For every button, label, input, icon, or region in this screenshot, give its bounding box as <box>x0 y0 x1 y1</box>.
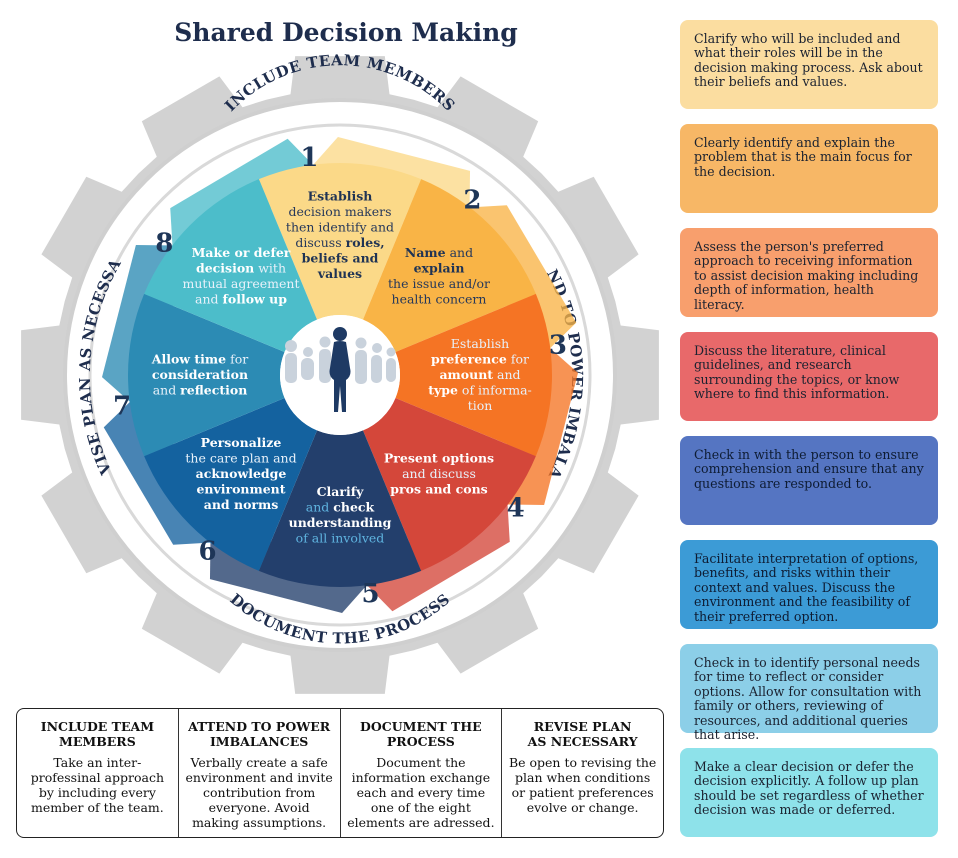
segment-number-1: 1 <box>300 143 318 173</box>
info-box-4: Discuss the literature, clinical guideli… <box>680 332 938 421</box>
segment-1-line: values <box>317 266 362 281</box>
numbers-group: 1 2 3 4 5 6 7 8 <box>113 143 567 609</box>
segment-3-line: type of informa- <box>428 383 532 398</box>
segment-1-line: discuss roles, <box>295 235 384 250</box>
segment-3-line: preference for <box>431 352 529 367</box>
segment-7 <box>128 293 285 457</box>
principle-heading: ATTEND TO POWER IMBALANCES <box>188 719 331 749</box>
segment-number-3: 3 <box>549 330 567 360</box>
info-box-8: Make a clear decision or defer the decis… <box>680 748 938 837</box>
segment-6-line: the care plan and <box>185 451 296 466</box>
outer-ring-border <box>63 98 617 652</box>
segment-8-line: Make or defer <box>192 245 291 260</box>
segment-2-line: Name and <box>405 245 473 260</box>
segment-3-line: tion <box>468 398 493 413</box>
info-box-7: Check in to identify personal needs for … <box>680 644 938 742</box>
segment-number-8: 8 <box>155 229 173 259</box>
info-box-3: Assess the person's preferred approach t… <box>680 228 938 317</box>
principle-heading: INCLUDE TEAM MEMBERS <box>40 719 155 749</box>
segment-7-line: consideration <box>152 367 248 382</box>
info-box-1: Clarify who will be included and what th… <box>680 20 938 109</box>
segment-5-line: of all involved <box>296 530 385 545</box>
segment-8 <box>144 179 318 353</box>
principles-table: INCLUDE TEAM MEMBERS Take an inter-profe… <box>16 708 664 838</box>
segment-1 <box>258 163 422 320</box>
segment-5-line: and check <box>306 499 375 514</box>
segment-number-4: 4 <box>507 493 525 523</box>
page-title: Shared Decision Making <box>174 18 517 47</box>
info-box-2: Clearly identify and explain the problem… <box>680 124 938 213</box>
principle-text: Verbally create a safe environment and i… <box>185 755 333 830</box>
principle-include-team: INCLUDE TEAM MEMBERS Take an inter-profe… <box>17 709 178 837</box>
segment-3 <box>395 293 552 457</box>
segment-3-line: Establish <box>451 336 509 351</box>
segment-6-line: Personalize <box>201 435 282 450</box>
segment-number-2: 2 <box>463 185 481 215</box>
segment-1-line: then identify and <box>286 219 394 234</box>
segment-6-line: acknowledge <box>196 466 287 481</box>
segment-4-line: Present options <box>384 451 494 466</box>
segment-6-line: environment <box>196 482 285 497</box>
info-box-6: Facilitate interpretation of options, be… <box>680 540 938 629</box>
principle-text: Take an inter-professinal approach by in… <box>30 755 165 815</box>
person-silhouette-icon <box>329 327 351 412</box>
segment-5-line: understanding <box>289 515 392 530</box>
segment-2-line: the issue and/or <box>388 276 490 291</box>
segment-4 <box>362 397 536 571</box>
principle-heading: DOCUMENT THE PROCESS <box>360 719 482 749</box>
segment-1-line: Establish <box>308 188 373 203</box>
segment-8-line: decision with <box>196 260 286 275</box>
principle-power-imbalances: ATTEND TO POWER IMBALANCES Verbally crea… <box>177 709 340 837</box>
principle-heading: REVISE PLAN AS NECESSARY <box>527 719 638 749</box>
principle-text: Be open to revising the plan when condit… <box>508 755 657 815</box>
segment-5 <box>258 430 422 587</box>
segment-1-line: beliefs and <box>302 250 379 265</box>
info-box-5: Check in with the person to ensure compr… <box>680 436 938 525</box>
segment-2-line: health concern <box>392 291 487 306</box>
segment-number-6: 6 <box>199 537 217 567</box>
segment-1-line: decision makers <box>288 204 391 219</box>
segment-6 <box>144 397 318 571</box>
segment-4-line: pros and cons <box>390 482 487 497</box>
principle-text: Document the information exchange each a… <box>347 755 495 830</box>
segment-4-line: and discuss <box>402 466 476 481</box>
decision-wheel: Shared Decision Making INCLUDE TEAM MEMB… <box>0 0 659 694</box>
segment-number-5: 5 <box>362 579 380 609</box>
segment-2-line: explain <box>414 260 465 275</box>
segment-6-line: and norms <box>204 497 279 512</box>
people-group-icon <box>285 336 396 384</box>
segment-8-line: mutual agreement <box>183 276 300 291</box>
segment-7-line: Allow time for <box>151 352 248 367</box>
segment-3-line: amount and <box>439 367 520 382</box>
segment-7-line: and reflection <box>153 383 248 398</box>
segment-number-7: 7 <box>113 392 131 422</box>
principle-revise-plan: REVISE PLAN AS NECESSARY Be open to revi… <box>501 709 663 837</box>
inner-ring-border <box>88 123 592 627</box>
segment-5-line: Clarify <box>317 484 365 499</box>
principle-document-process: DOCUMENT THE PROCESS Document the inform… <box>339 709 502 837</box>
segment-2 <box>362 179 536 353</box>
segment-8-line: and follow up <box>195 291 287 306</box>
